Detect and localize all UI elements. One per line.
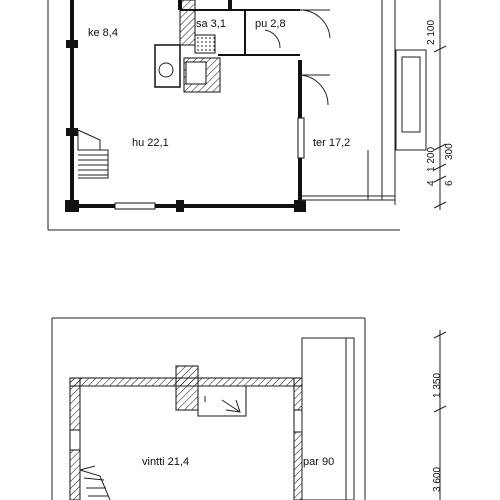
flue-arrow-icon [221, 399, 241, 413]
log-corner-se [294, 200, 306, 212]
room-label-pu: pu 2,8 [255, 18, 286, 30]
room-label-par: par 90 [303, 456, 334, 468]
dimension-line-upper [433, 0, 447, 210]
sink-icon [158, 62, 174, 78]
terrace-bench-inner [401, 56, 421, 133]
terrace [297, 0, 427, 205]
attic-fireplace-flue [197, 385, 247, 417]
balcony [301, 337, 355, 500]
room-label-ter: ter 17,2 [313, 137, 350, 149]
dim-lower-1350: 1 350 [432, 373, 443, 398]
ground-floor-plan: ke 8,4 sa 3,1 pu 2,8 hu 22,1 ter 17,2 2 … [47, 0, 455, 231]
sauna-stove-icon [194, 34, 216, 54]
dim-lower-3600: 3 600 [432, 467, 443, 492]
room-label-vintti: vintti 21,4 [142, 456, 189, 468]
dim-upper-4: 4 [426, 180, 437, 186]
attic-window-east [293, 409, 303, 433]
dim-upper-1200: 1 200 [426, 147, 437, 172]
door-terrace [299, 74, 330, 106]
fireplace-opening [185, 61, 207, 85]
attic-window-west [69, 429, 81, 451]
kitchen-counter [154, 44, 181, 88]
dim-upper-300: 300 [444, 143, 455, 160]
room-label-ke: ke 8,4 [88, 27, 118, 39]
terrace-bench [395, 49, 427, 151]
window-terrace [297, 117, 305, 159]
dim-upper-6: 6 [444, 180, 455, 186]
door-entrance [299, 9, 331, 39]
window-south [114, 202, 156, 210]
log-corner-sw [65, 200, 79, 212]
staircase-attic [79, 465, 111, 500]
log-joint-south [176, 200, 184, 212]
log-joint-west-2 [66, 40, 78, 48]
attic-wall-east [293, 377, 303, 500]
dimension-line-lower [433, 330, 447, 500]
attic-chimney [175, 365, 199, 411]
log-joint-west [66, 128, 78, 136]
staircase-ground [77, 129, 109, 179]
dim-upper-2100: 2 100 [426, 20, 437, 45]
door-pu [264, 29, 281, 49]
chimney-hatch [179, 0, 196, 46]
attic-plan: vintti 21,4 par 90 1 350 3 600 [51, 317, 447, 500]
room-label-sa: sa 3,1 [196, 18, 226, 30]
room-label-hu: hu 22,1 [132, 137, 169, 149]
